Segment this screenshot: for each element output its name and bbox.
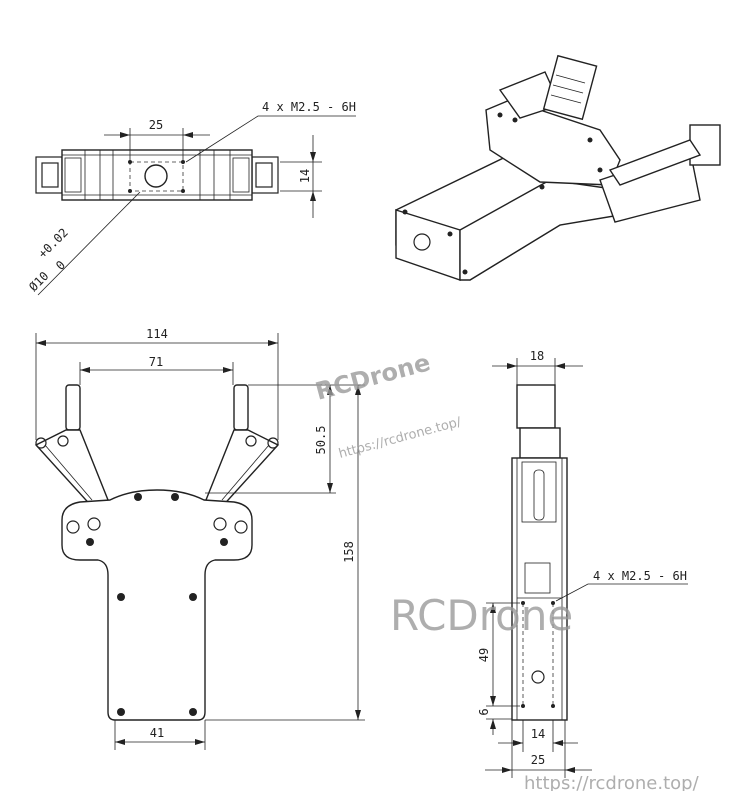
thread-callout-side: 4 x M2.5 - 6H	[593, 569, 687, 583]
dim-hole-vertical: 49	[477, 648, 491, 662]
top-view: 25 14 4 x M2.5 - 6H Ø10 +0.02 0	[26, 100, 356, 296]
dim-bottom-offset: 6	[477, 708, 491, 715]
dim-base-width: 25	[531, 753, 545, 767]
isometric-view	[395, 54, 721, 281]
thread-callout-top: 4 x M2.5 - 6H	[262, 100, 356, 114]
dim-top-hole-height: 14	[298, 169, 312, 183]
watermark-url-large: https://rcdrone.top/	[524, 773, 700, 791]
dim-finger-span: 71	[149, 355, 163, 369]
dim-finger-width: 18	[530, 349, 544, 363]
dim-top-hole-spacing: 25	[149, 118, 163, 132]
bore-tolerance-upper: +0.02	[35, 225, 70, 260]
bore-diameter: Ø10	[26, 269, 51, 294]
watermark-url-small: https://rcdrone.top/	[337, 415, 463, 462]
bore-tolerance-lower: 0	[53, 258, 68, 273]
dim-finger-height: 50.5	[314, 426, 328, 455]
dim-side-hole-spacing: 14	[531, 727, 545, 741]
dim-overall-height: 158	[342, 541, 356, 563]
dim-stem-width: 41	[150, 726, 164, 740]
front-view: 114 71 50.5 158 41	[34, 327, 365, 750]
side-view: 18 4 x M2.5 - 6H 49 6 14 25	[477, 349, 688, 778]
watermark-brand-small: RCDrone	[312, 348, 433, 406]
dim-overall-width: 114	[146, 327, 168, 341]
watermark-brand-large: RCDrone	[390, 591, 573, 640]
